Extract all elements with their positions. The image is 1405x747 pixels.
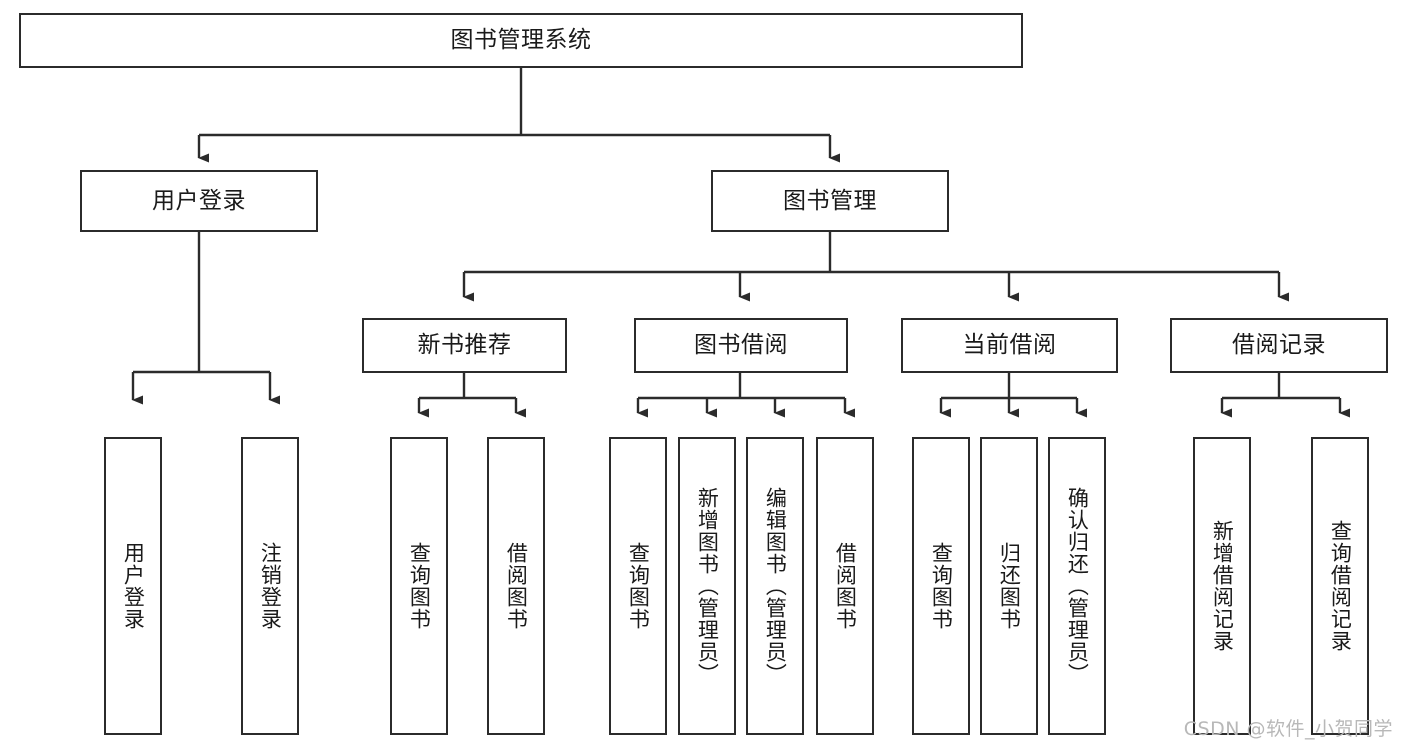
leaf-bb-borrow-book-label: 借阅图书: [833, 542, 858, 630]
leaf-bb-add-book-admin-label: 新增图书（管理员）: [695, 487, 720, 685]
node-book-borrow-label: 图书借阅: [694, 332, 788, 359]
leaf-bb-query-book-label: 查询图书: [626, 542, 651, 630]
leaf-logout-label: 注销登录: [258, 542, 283, 630]
node-new-book-recommend-label: 新书推荐: [417, 332, 512, 359]
node-book-management[interactable]: 图书管理: [711, 170, 949, 232]
leaf-bb-add-book-admin[interactable]: 新增图书（管理员）: [678, 437, 736, 735]
leaf-bb-query-book[interactable]: 查询图书: [609, 437, 667, 735]
leaf-br-add-record-label: 新增借阅记录: [1210, 520, 1235, 652]
node-root-label: 图书管理系统: [450, 27, 592, 54]
node-current-borrow-label: 当前借阅: [962, 332, 1057, 359]
leaf-br-query-record[interactable]: 查询借阅记录: [1311, 437, 1369, 735]
leaf-cb-query-book-label: 查询图书: [929, 542, 954, 630]
node-borrow-record[interactable]: 借阅记录: [1170, 318, 1388, 373]
leaf-br-query-record-label: 查询借阅记录: [1328, 520, 1353, 652]
node-current-borrow[interactable]: 当前借阅: [901, 318, 1118, 373]
node-book-borrow[interactable]: 图书借阅: [634, 318, 848, 373]
leaf-logout[interactable]: 注销登录: [241, 437, 299, 735]
leaf-nb-query-book[interactable]: 查询图书: [390, 437, 448, 735]
node-user-login[interactable]: 用户登录: [80, 170, 318, 232]
leaf-nb-borrow-book-label: 借阅图书: [504, 542, 529, 630]
leaf-nb-query-book-label: 查询图书: [407, 542, 432, 630]
leaf-user-login-label: 用户登录: [121, 542, 146, 630]
leaf-cb-confirm-return-admin[interactable]: 确认归还（管理员）: [1048, 437, 1106, 735]
leaf-bb-edit-book-admin[interactable]: 编辑图书（管理员）: [746, 437, 804, 735]
leaf-cb-confirm-return-admin-label: 确认归还（管理员）: [1065, 487, 1090, 685]
leaf-bb-borrow-book[interactable]: 借阅图书: [816, 437, 874, 735]
node-book-management-label: 图书管理: [783, 187, 877, 214]
node-new-book-recommend[interactable]: 新书推荐: [362, 318, 567, 373]
leaf-cb-return-book[interactable]: 归还图书: [980, 437, 1038, 735]
leaf-user-login[interactable]: 用户登录: [104, 437, 162, 735]
leaf-cb-query-book[interactable]: 查询图书: [912, 437, 970, 735]
leaf-nb-borrow-book[interactable]: 借阅图书: [487, 437, 545, 735]
node-root-book-management-system[interactable]: 图书管理系统: [19, 13, 1023, 68]
csdn-watermark: CSDN @软件_小贺同学: [1183, 718, 1393, 740]
leaf-cb-return-book-label: 归还图书: [997, 542, 1022, 630]
leaf-br-add-record[interactable]: 新增借阅记录: [1193, 437, 1251, 735]
node-borrow-record-label: 借阅记录: [1232, 332, 1326, 359]
leaf-bb-edit-book-admin-label: 编辑图书（管理员）: [763, 487, 788, 685]
node-user-login-label: 用户登录: [152, 187, 246, 214]
